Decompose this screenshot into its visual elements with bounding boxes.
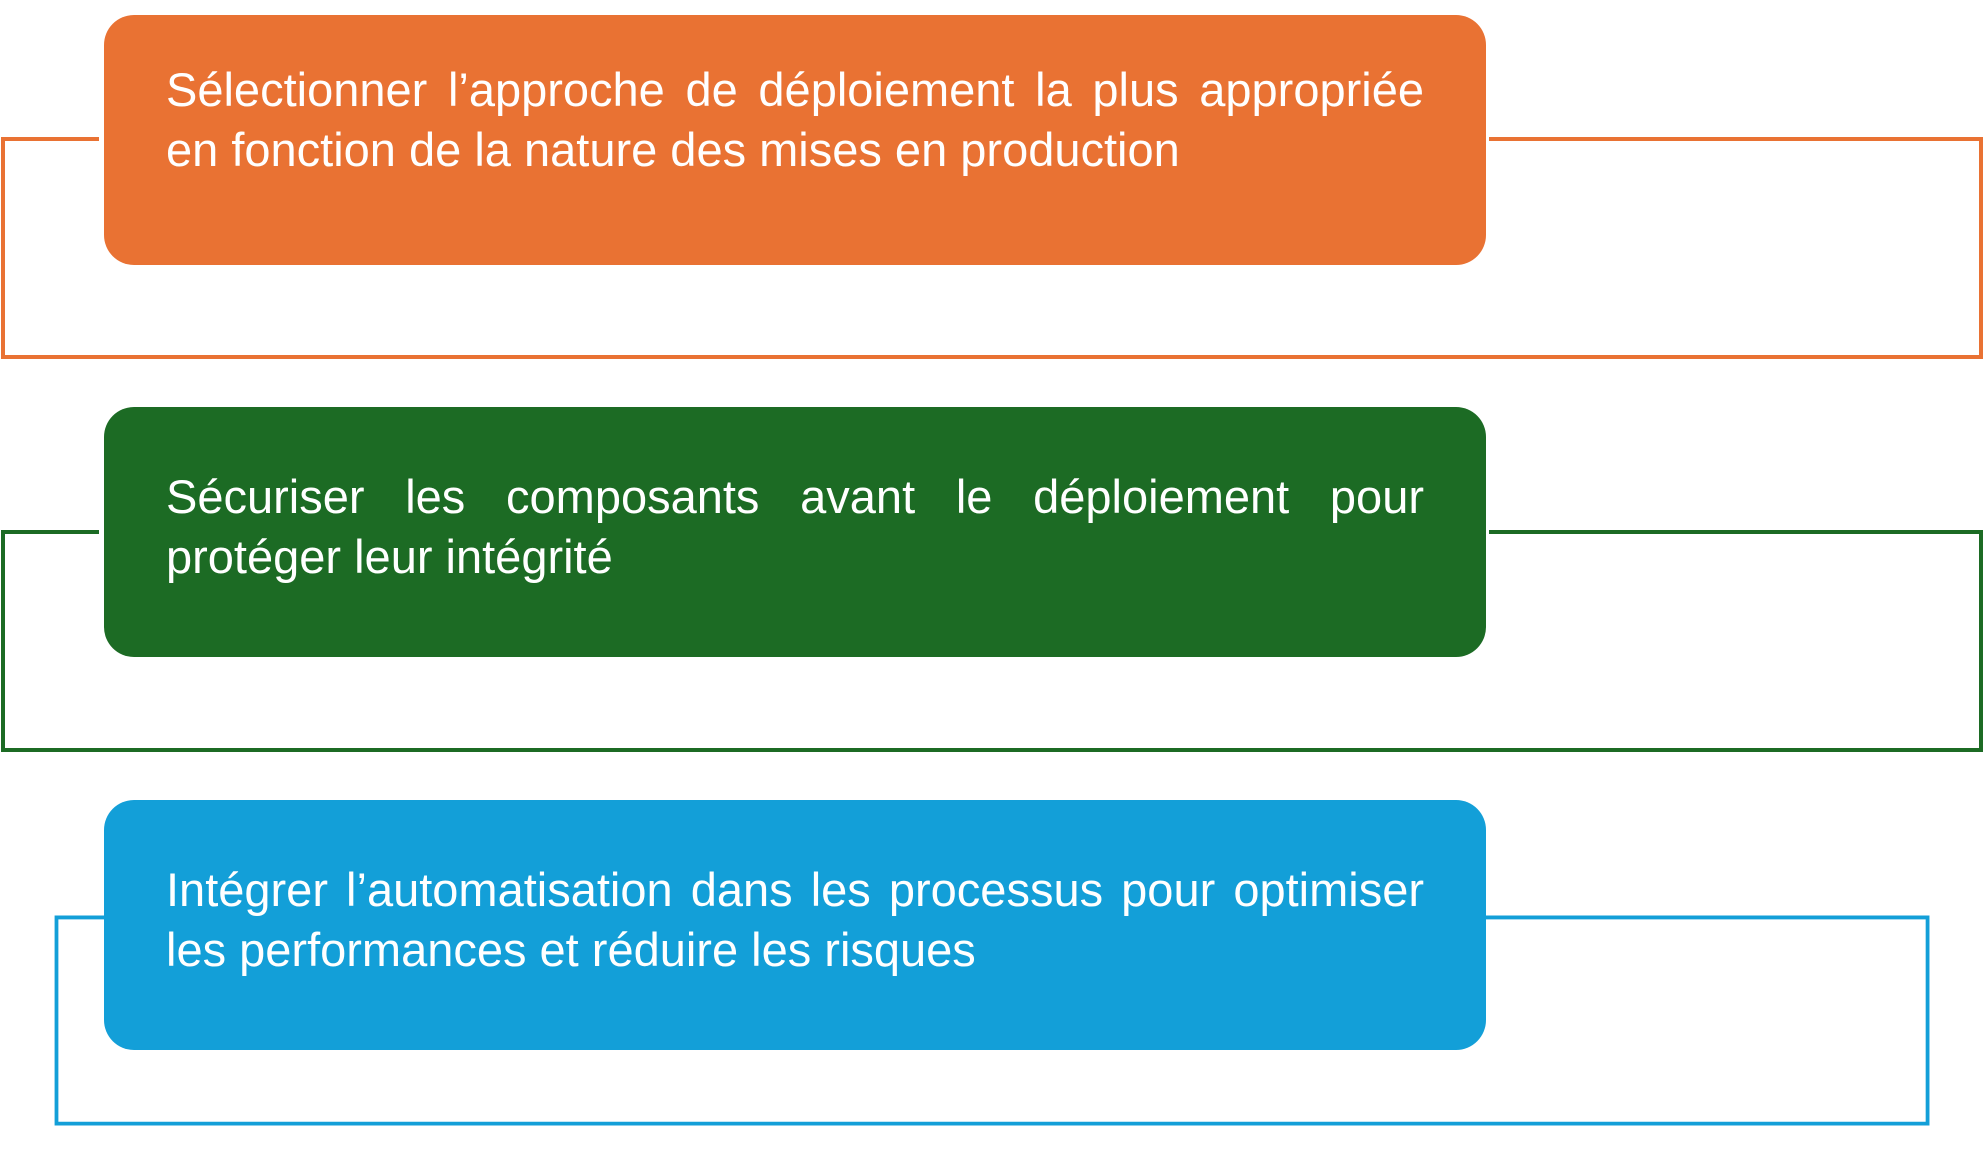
step-3-bracket-outline [54,915,1930,1126]
step-2-bracket-outline [1,530,1983,752]
process-step-1: Sélectionner l’approche de déploiement l… [0,0,1985,359]
step-2-text: Sécuriser les composants avant le déploi… [166,470,1424,583]
process-step-2: Sécuriser les composants avant le déploi… [0,392,1985,752]
step-1-box: Sélectionner l’approche de déploiement l… [104,15,1486,265]
step-3-box: Intégrer l’automatisation dans les proce… [104,800,1486,1050]
step-2-box: Sécuriser les composants avant le déploi… [104,407,1486,657]
step-1-text: Sélectionner l’approche de déploiement l… [166,63,1424,176]
process-step-3: Intégrer l’automatisation dans les proce… [0,785,1985,1135]
step-3-text: Intégrer l’automatisation dans les proce… [166,863,1424,976]
step-1-bracket-outline [1,137,1983,359]
